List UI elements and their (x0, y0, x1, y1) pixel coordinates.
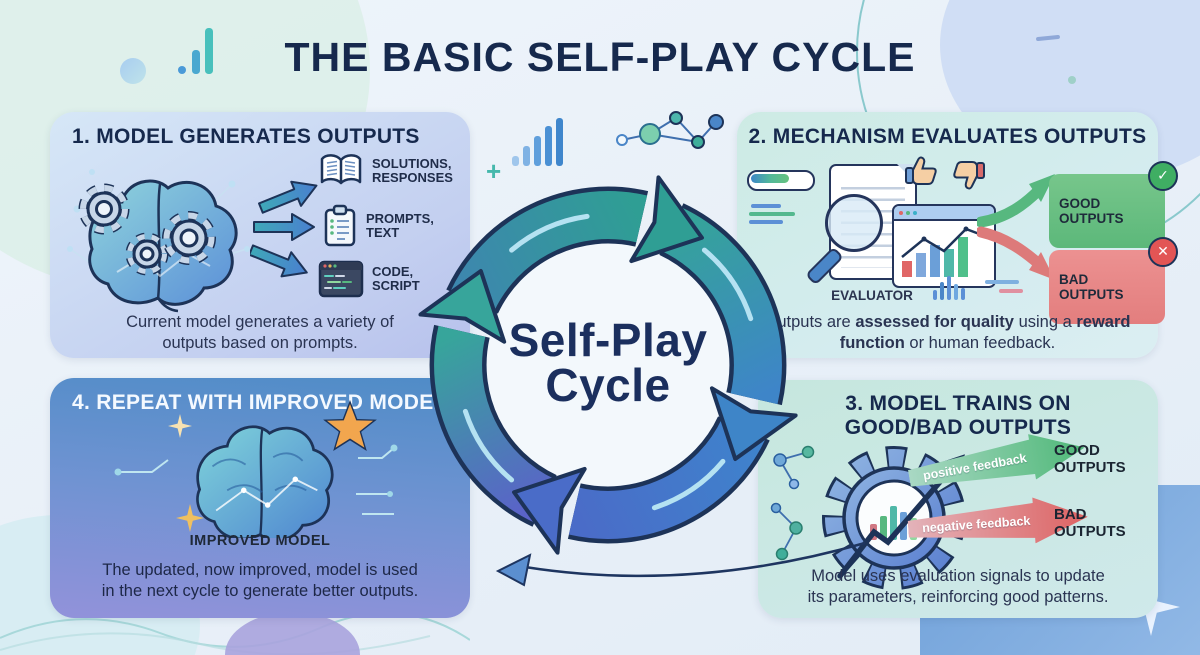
panel4-caption: The updated, now improved, model is used… (101, 561, 419, 600)
network-nodes-icon (770, 445, 815, 561)
check-icon: ✓ (1148, 161, 1178, 191)
gear-icon (125, 232, 169, 276)
magnifier-icon (825, 194, 883, 252)
sorting-arrows (977, 174, 1055, 280)
dash-decoration (985, 280, 1019, 284)
cycle-arrowheads (418, 175, 798, 555)
code-icon (318, 260, 364, 298)
text-line-decoration (751, 204, 781, 208)
plus-icon: + (486, 156, 502, 186)
panel2-caption: Outputs are assessed for quality using a… (764, 313, 1131, 352)
good-outputs-label: GOOD OUTPUTS (1054, 442, 1126, 477)
dash-decoration (999, 289, 1023, 293)
thumbs-up-icon (905, 156, 937, 185)
panel3-title: 3. MODEL TRAINS ON GOOD/BAD OUTPUTS (844, 392, 1072, 439)
output-arrows (250, 180, 318, 278)
cycle-center-label: Self-Play Cycle (508, 314, 708, 412)
gear-icon (162, 211, 216, 265)
brain-gears-illustration (67, 169, 250, 313)
output-label: PROMPTS, TEXT (366, 210, 434, 240)
panel-mechanism-evaluates-outputs: 2. MECHANISM EVALUATES OUTPUTS (737, 112, 1178, 358)
dot-decoration (120, 58, 146, 84)
page-title: THE BASIC SELF-PLAY CYCLE (284, 34, 916, 80)
panel-repeat-improved-model: 4. REPEAT WITH IMPROVED MODEL (50, 378, 470, 618)
panel1-caption: Current model generates a variety of out… (126, 313, 394, 352)
thumbs-up-down-icons (905, 156, 985, 190)
x-icon: ✕ (1148, 237, 1178, 267)
output-item-prompts: PROMPTS, TEXT (322, 204, 434, 248)
output-label: SOLUTIONS, RESPONSES (372, 155, 453, 185)
self-play-cycle-diagram (418, 175, 798, 555)
network-graph-icon (616, 111, 724, 149)
panel-model-generates-outputs: 1. MODEL GENERATES OUTPUTS (50, 112, 470, 358)
text-line-decoration (749, 212, 795, 216)
book-icon (320, 154, 362, 185)
good-outputs-badge: GOOD OUTPUTS ✓ (1049, 161, 1178, 249)
bad-outputs-label: BAD OUTPUTS (1054, 506, 1126, 541)
repeat-loop-arrow (495, 541, 866, 587)
thumbs-down-icon (953, 161, 985, 190)
output-item-code: CODE, SCRIPT (318, 260, 420, 298)
progress-bar (747, 170, 815, 191)
output-item-solutions: SOLUTIONS, RESPONSES (318, 152, 453, 190)
panel3-caption: Model uses evaluation signals to update … (807, 567, 1109, 606)
bad-outputs-badge: BAD OUTPUTS ✕ (1049, 237, 1178, 325)
dot-decoration (1068, 76, 1076, 84)
gear-icon (78, 183, 130, 235)
evaluator-label: EVALUATOR (831, 288, 913, 303)
text-line-decoration (749, 220, 783, 224)
improved-model-label: IMPROVED MODEL (189, 533, 331, 549)
improved-brain-illustration (114, 425, 398, 538)
output-label: CODE, SCRIPT (372, 263, 420, 293)
clipboard-icon (324, 204, 356, 247)
mini-bars-icon (933, 276, 965, 300)
panel1-title: 1. MODEL GENERATES OUTPUTS (72, 125, 420, 148)
panel-model-trains: 3. MODEL TRAINS ON GOOD/BAD OUTPUTS (758, 380, 1158, 618)
bar-chart-icon (178, 28, 213, 74)
panel2-title: 2. MECHANISM EVALUATES OUTPUTS (748, 125, 1147, 148)
bar-chart-icon (512, 118, 563, 166)
